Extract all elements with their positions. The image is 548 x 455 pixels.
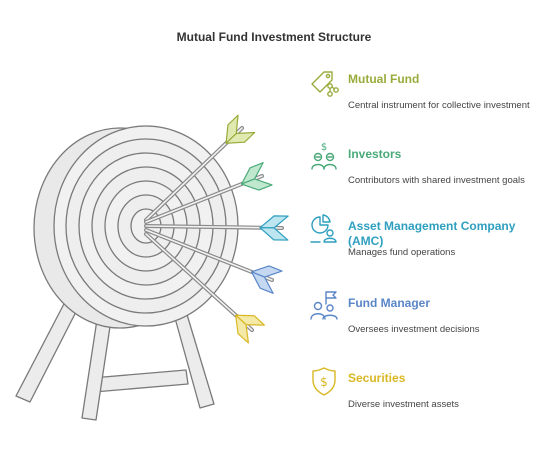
item-label: Securities — [348, 371, 406, 385]
arrow-4 — [144, 228, 283, 294]
item-label: Mutual Fund — [348, 72, 420, 86]
dollar-shield-icon: $ — [308, 365, 340, 397]
chart-user-icon — [308, 213, 340, 245]
easel-crossbar — [91, 369, 189, 393]
investors-icon: $ — [308, 141, 340, 173]
arrow-5 — [144, 232, 266, 344]
item-label: Investors — [348, 147, 402, 161]
tag-network-icon — [308, 66, 340, 98]
arrow-3 — [144, 215, 289, 241]
arrow-1 — [144, 114, 256, 222]
manager-flag-icon — [308, 290, 340, 322]
item-description: Central instrument for collective invest… — [348, 100, 530, 111]
svg-text:$: $ — [321, 142, 327, 153]
item-label: Asset Management Company (AMC) — [348, 219, 516, 248]
diagram-title: Mutual Fund Investment Structure — [176, 30, 372, 44]
arrow-2 — [144, 162, 273, 224]
item-label: Fund Manager — [348, 296, 431, 310]
svg-text:$: $ — [320, 375, 328, 389]
item-description: Diverse investment assets — [348, 399, 459, 410]
target-illustration — [15, 114, 289, 421]
item-description: Manages fund operations — [348, 247, 456, 258]
item-description: Oversees investment decisions — [348, 324, 480, 335]
easel-left-leg — [15, 299, 81, 403]
item-description: Contributors with shared investment goal… — [348, 175, 525, 186]
